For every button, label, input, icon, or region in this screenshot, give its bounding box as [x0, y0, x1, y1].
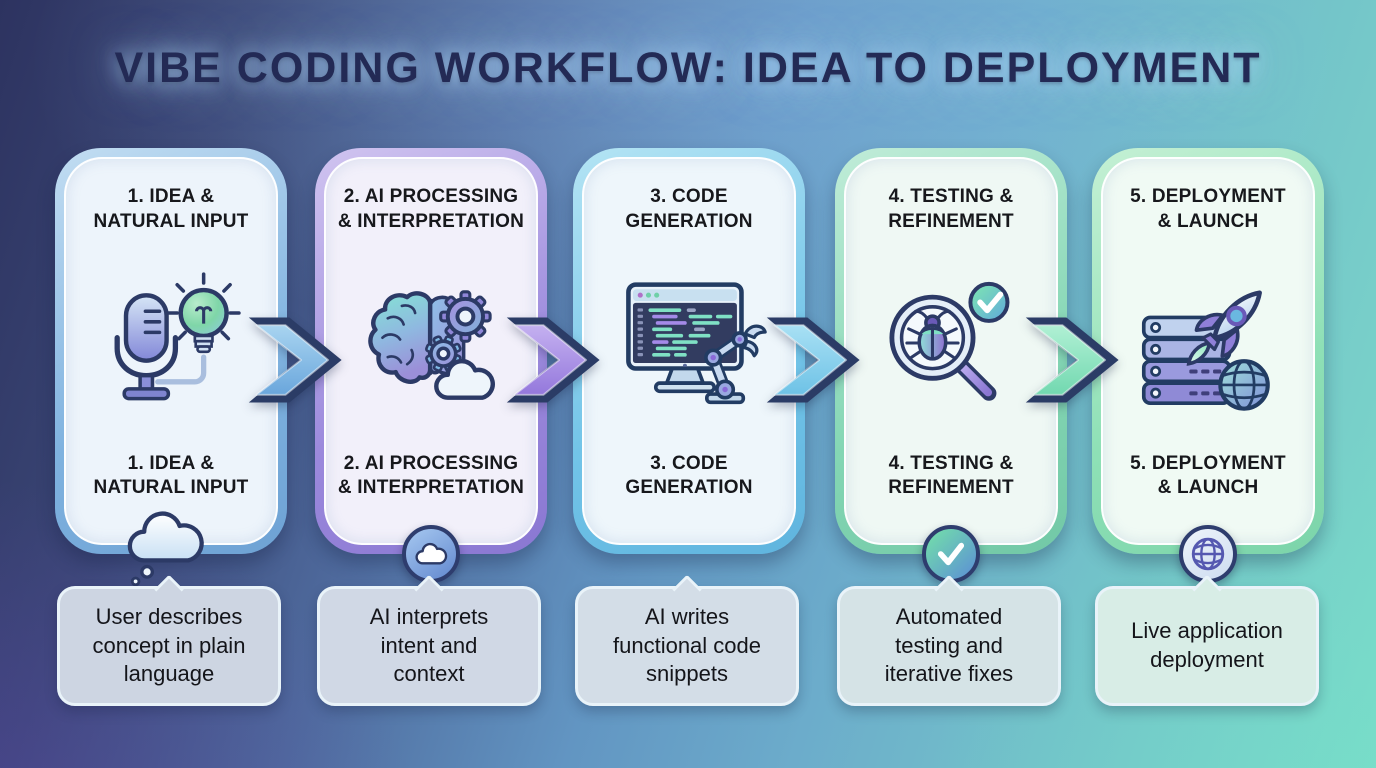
monitor-code-robot-arm-icon: [612, 234, 767, 451]
description-text-3: AI writes functional code snippets: [613, 604, 761, 687]
description-box-3: AI writes functional code snippets: [575, 586, 799, 706]
step-3-title-bottom: 3. CODE GENERATION: [625, 452, 753, 499]
step-4-title-top: 4. TESTING & REFINEMENT: [888, 186, 1014, 232]
step-2-title-top: 2. AI PROCESSING & INTERPRETATION: [337, 186, 525, 232]
step-card-2: 2. AI PROCESSING & INTERPRETATION: [315, 148, 547, 583]
globe-badge-icon: [1179, 525, 1237, 583]
step-1-title-bottom: 1. IDEA & NATURAL INPUT: [93, 452, 249, 499]
step-5-title-top: 5. DEPLOYMENT & LAUNCH: [1130, 186, 1286, 232]
thought-cloud-icon: [121, 503, 217, 596]
server-rocket-globe-icon: [1131, 234, 1286, 451]
step-1-title-top: 1. IDEA & NATURAL INPUT: [93, 186, 249, 232]
arrow-icon-step4-to-step5: [1025, 317, 1119, 403]
description-box-2: AI interprets intent and context: [317, 586, 541, 706]
description-text-5: Live application deployment: [1131, 618, 1283, 672]
cloud-badge-icon: [402, 525, 460, 583]
step-card-1: 1. IDEA & NATURAL INPUT: [55, 148, 287, 587]
magnifier-bug-check-icon: [876, 234, 1026, 451]
description-box-1: User describes concept in plain language: [57, 586, 281, 706]
description-box-5: Live application deployment: [1095, 586, 1319, 706]
brain-gears-cloud-icon: [356, 234, 506, 451]
arrow-icon-step3-to-step4: [766, 317, 860, 403]
step-2-title-bottom: 2. AI PROCESSING & INTERPRETATION: [337, 452, 525, 499]
microphone-lightbulb-icon: [96, 234, 246, 451]
step-card-4: 4. TESTING & REFINEMENT: [835, 148, 1067, 583]
check-badge-icon: [922, 525, 980, 583]
step-5-title-bottom: 5. DEPLOYMENT & LAUNCH: [1130, 452, 1286, 499]
step-card-3: 3. CODE GENERATION: [573, 148, 805, 554]
description-text-2: AI interprets intent and context: [369, 604, 489, 687]
page-title: VIBE CODING WORKFLOW: IDEA TO DEPLOYMENT: [114, 44, 1262, 92]
arrow-icon-step1-to-step2: [248, 317, 342, 403]
description-box-4: Automated testing and iterative fixes: [837, 586, 1061, 706]
step-4-title-bottom: 4. TESTING & REFINEMENT: [888, 452, 1014, 499]
step-card-5: 5. DEPLOYMENT & LAUNCH: [1092, 148, 1324, 583]
description-text-1: User describes concept in plain language: [92, 604, 246, 687]
step-3-title-top: 3. CODE GENERATION: [625, 186, 753, 232]
arrow-icon-step2-to-step3: [506, 317, 600, 403]
description-text-4: Automated testing and iterative fixes: [884, 604, 1014, 687]
